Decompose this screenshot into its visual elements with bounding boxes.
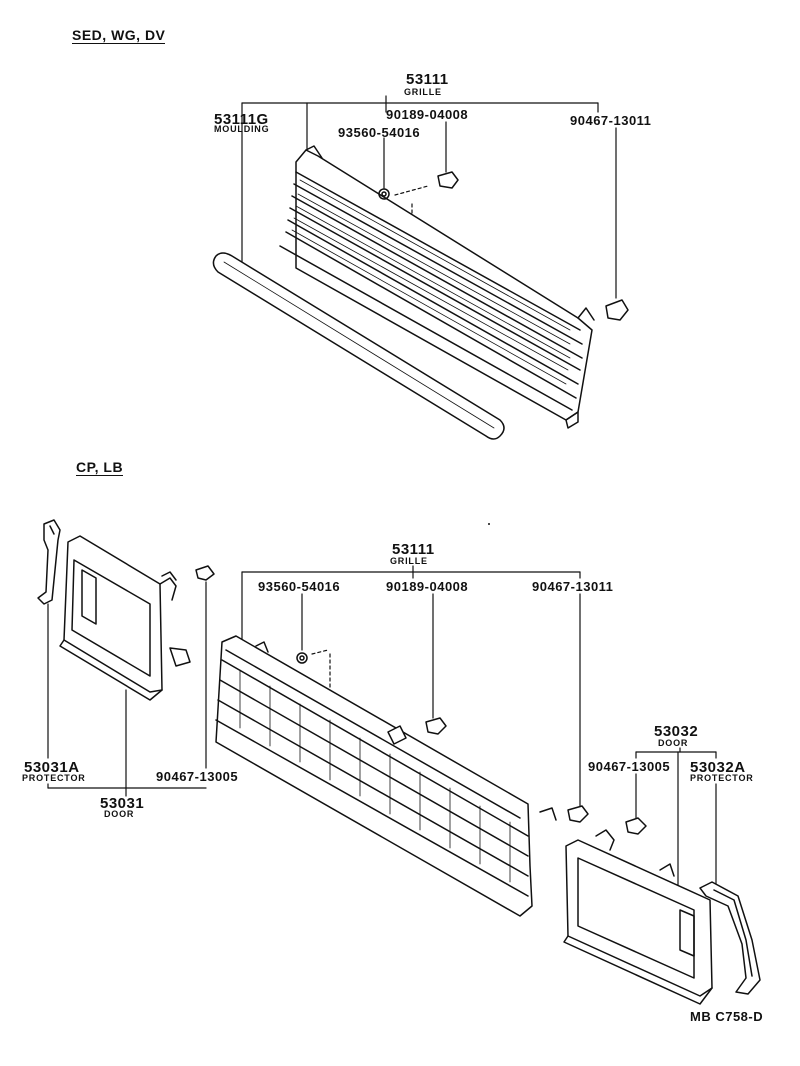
bottom-screw-part-number: 93560-54016 — [258, 579, 341, 594]
left-door-clip-part-number: 90467-13005 — [156, 769, 239, 784]
left-door-part-name: DOOR — [104, 809, 135, 819]
right-door-clip-part-number: 90467-13005 — [588, 759, 671, 774]
top-moulding-part-number: 53111G — [214, 111, 269, 128]
top-retainer — [605, 299, 629, 321]
left-protector-part-number: 53031A — [24, 759, 80, 776]
right-protector-part-name: PROTECTOR — [690, 773, 754, 783]
top-grille-part-name: GRILLE — [404, 87, 442, 97]
bottom-leader-lines — [47, 565, 717, 893]
right-door-part-number: 53032 — [654, 723, 699, 740]
right-protector — [699, 881, 761, 995]
bottom-retainer — [567, 805, 589, 823]
left-protector — [37, 519, 61, 605]
top-moulding — [212, 252, 505, 440]
right-door-part-name: DOOR — [658, 738, 689, 748]
right-door — [563, 829, 713, 1005]
right-door-clip — [625, 817, 647, 835]
left-protector-part-name: PROTECTOR — [22, 773, 86, 783]
bottom-grille-part-number: 53111 — [392, 541, 435, 558]
left-door-part-number: 53031 — [100, 795, 145, 812]
bottom-retainer-part-number: 90467-13011 — [532, 579, 614, 594]
top-screw-part-number: 93560-54016 — [338, 125, 421, 140]
left-door-clip — [195, 565, 215, 581]
top-screw — [378, 188, 390, 200]
top-retainer-part-number: 90467-13011 — [570, 113, 652, 128]
left-door — [59, 535, 191, 701]
bottom-screw — [296, 652, 308, 664]
top-moulding-part-name: MOULDING — [214, 124, 270, 134]
top-grille — [279, 145, 595, 429]
top-grille-part-number: 53111 — [406, 71, 449, 88]
bottom-clip-part-number: 90189-04008 — [386, 579, 469, 594]
section-title-cp-lb: CP, LB — [76, 459, 124, 476]
bottom-grille — [215, 635, 557, 917]
top-clip — [437, 171, 459, 189]
bottom-clip — [425, 717, 447, 735]
top-clip-part-number: 90189-04008 — [386, 107, 469, 122]
diagram-reference-code: MB C758-D — [690, 1009, 764, 1024]
bottom-grille-part-name: GRILLE — [390, 556, 428, 566]
right-protector-part-number: 53032A — [690, 759, 746, 776]
section-title-sed-wg-dv: SED, WG, DV — [72, 27, 166, 44]
